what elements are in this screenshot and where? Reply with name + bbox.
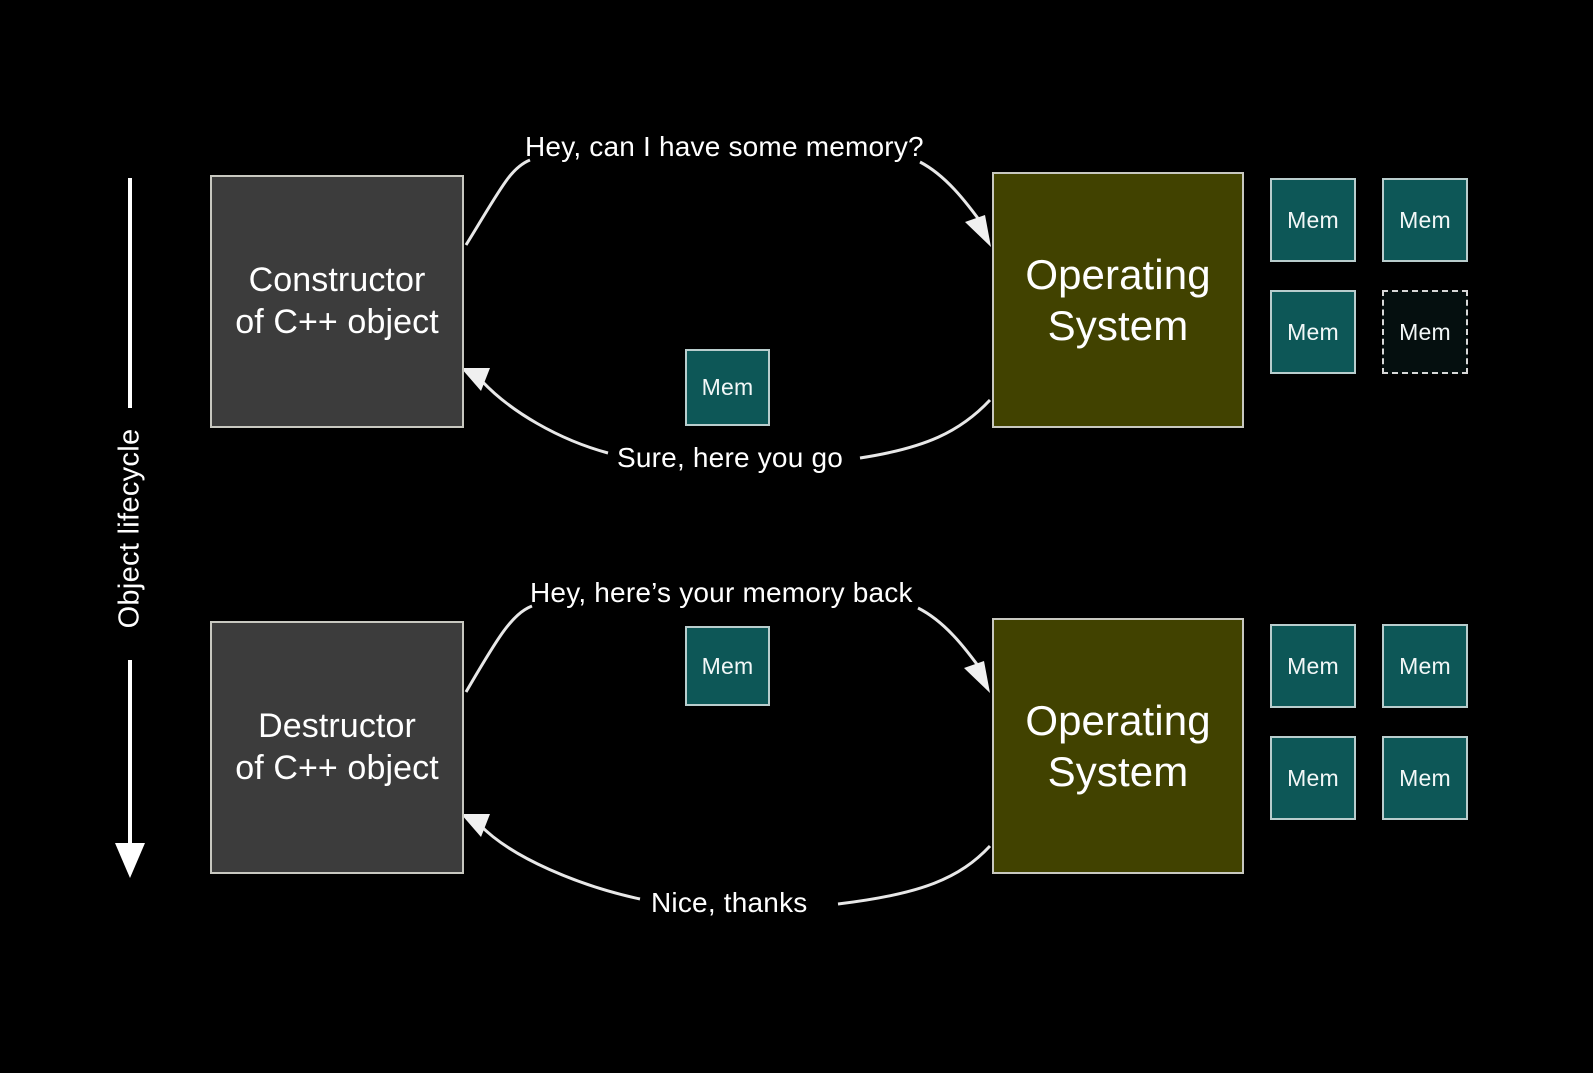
caption-response-construction: Sure, here you go: [617, 442, 843, 473]
mem-block-in-transit-destruction[interactable]: Mem: [685, 626, 770, 706]
actor-destructor-line2: of C++ object: [235, 748, 439, 787]
mem-pool-block-top-1[interactable]: Mem: [1382, 178, 1468, 262]
actor-constructor-line1: Constructor: [248, 261, 426, 300]
mem-label: Mem: [1287, 652, 1339, 679]
mem-pool-block-top-0[interactable]: Mem: [1270, 178, 1356, 262]
arrow-request-construction: [464, 158, 991, 247]
actor-destructor-line1: Destructor: [258, 707, 416, 746]
caption-request-construction: Hey, can I have some memory?: [525, 131, 924, 162]
actor-constructor[interactable]: Constructor of C++ object: [210, 175, 464, 428]
mem-label: Mem: [1287, 764, 1339, 791]
mem-pool-block-top-3-allocated[interactable]: Mem: [1382, 290, 1468, 374]
mem-label: Mem: [1287, 206, 1339, 233]
mem-pool-block-top-2[interactable]: Mem: [1270, 290, 1356, 374]
mem-block-in-transit-construction[interactable]: Mem: [685, 349, 770, 426]
actor-os-top-line1: Operating: [1025, 250, 1211, 298]
mem-pool-block-bottom-0[interactable]: Mem: [1270, 624, 1356, 708]
lifecycle-axis-label: Object lifecycle: [113, 428, 146, 629]
mem-label: Mem: [1287, 318, 1339, 345]
caption-response-destruction: Nice, thanks: [651, 887, 808, 918]
actor-operating-system-top[interactable]: Operating System: [992, 172, 1244, 428]
mem-label: Mem: [701, 652, 754, 679]
actor-os-top-line2: System: [1047, 302, 1189, 349]
actor-constructor-line2: of C++ object: [235, 302, 439, 341]
caption-request-destruction: Hey, here’s your memory back: [530, 577, 913, 608]
mem-label: Mem: [1399, 318, 1451, 345]
mem-label: Mem: [1399, 652, 1451, 679]
mem-pool-block-bottom-2[interactable]: Mem: [1270, 736, 1356, 820]
actor-operating-system-bottom[interactable]: Operating System: [992, 618, 1244, 874]
actor-os-bottom-line2: System: [1047, 748, 1189, 795]
actor-destructor[interactable]: Destructor of C++ object: [210, 621, 464, 874]
mem-label: Mem: [1399, 764, 1451, 791]
mem-label: Mem: [1399, 206, 1451, 233]
mem-pool-block-bottom-1[interactable]: Mem: [1382, 624, 1468, 708]
actor-os-bottom-line1: Operating: [1025, 696, 1211, 744]
mem-label: Mem: [701, 374, 754, 400]
mem-pool-block-bottom-3[interactable]: Mem: [1382, 736, 1468, 820]
